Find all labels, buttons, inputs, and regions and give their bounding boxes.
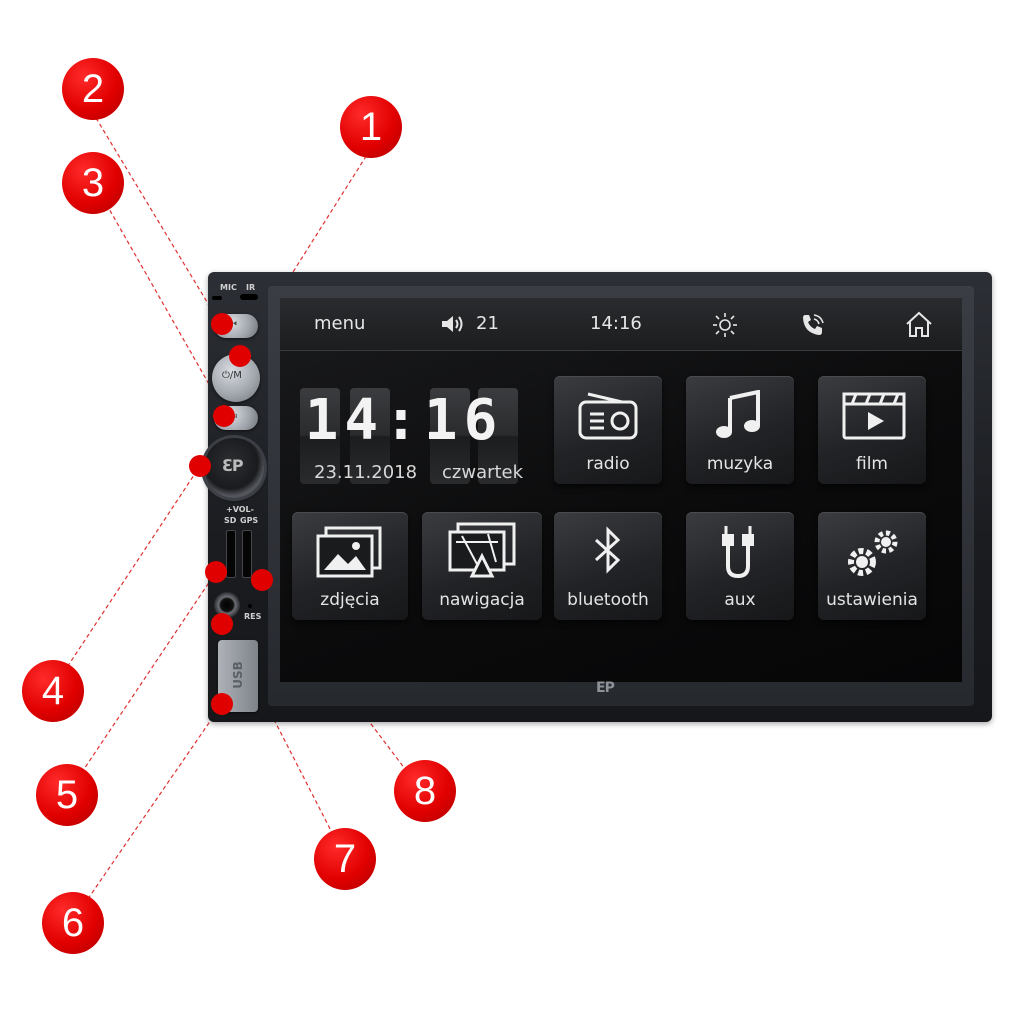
gears-icon — [848, 530, 898, 576]
ir-sensor — [240, 294, 258, 300]
leader-line-7 — [223, 621, 347, 861]
clock-time: 14:16 — [304, 388, 504, 453]
radio-icon — [578, 392, 638, 440]
tile-label: bluetooth — [567, 590, 649, 610]
power-label: ⏻/M — [222, 370, 242, 381]
marker-dot — [211, 693, 233, 715]
sd-card-slot[interactable] — [226, 530, 236, 578]
usb-label: USB — [230, 661, 245, 689]
gps-label: GPS — [240, 516, 259, 525]
tile-settings[interactable]: ustawienia — [818, 512, 926, 620]
home-icon[interactable] — [904, 310, 934, 338]
mic-label: MIC — [220, 283, 237, 292]
callout-3: 3 — [62, 152, 124, 214]
clock-day: czwartek — [442, 462, 524, 483]
bluetooth-icon — [594, 526, 621, 574]
leader-line-3 — [95, 185, 227, 415]
phone-icon[interactable] — [800, 312, 826, 338]
vol-label: +VOL- — [226, 505, 254, 514]
gps-card-slot[interactable] — [242, 530, 252, 578]
volume-knob[interactable]: ℇP — [204, 438, 264, 498]
tile-navigation[interactable]: nawigacja — [422, 512, 542, 620]
music-note-icon — [716, 390, 760, 438]
flip-panel — [478, 388, 518, 484]
flip-panel — [350, 388, 390, 484]
leader-line-5 — [65, 571, 217, 797]
photos-icon — [316, 526, 382, 578]
brightness-icon[interactable] — [712, 312, 738, 338]
volume-level: 21 — [476, 313, 499, 334]
marker-dot — [189, 455, 211, 477]
tile-film[interactable]: film — [818, 376, 926, 484]
volume-icon[interactable] — [440, 314, 466, 334]
status-bar: menu 21 14:16 — [280, 298, 962, 351]
tile-label: zdjęcia — [320, 590, 380, 610]
leader-line-1 — [239, 149, 371, 357]
callout-7: 7 — [314, 828, 376, 890]
tile-label: nawigacja — [439, 590, 525, 610]
reset-hole[interactable] — [248, 604, 252, 608]
marker-dot — [205, 561, 227, 583]
tile-label: ustawienia — [826, 590, 918, 610]
tile-music[interactable]: muzyka — [686, 376, 794, 484]
sd-label: SD — [224, 516, 237, 525]
callout-8: 8 — [394, 760, 456, 822]
navigation-icon — [448, 522, 516, 578]
callout-4: 4 — [22, 660, 84, 722]
marker-dot — [213, 405, 235, 427]
mic-hole — [212, 296, 222, 300]
tile-bluetooth[interactable]: bluetooth — [554, 512, 662, 620]
callout-6: 6 — [42, 892, 104, 954]
clapperboard-icon — [842, 392, 906, 440]
leader-line-4 — [51, 465, 201, 691]
aux-cable-icon — [722, 526, 754, 579]
tile-label: radio — [586, 454, 630, 474]
tile-radio[interactable]: radio — [554, 376, 662, 484]
callout-5: 5 — [36, 764, 98, 826]
flip-panel — [300, 388, 340, 484]
callout-1: 1 — [340, 96, 402, 158]
res-label: RES — [244, 612, 262, 621]
touchscreen: menu 21 14:16 — [280, 298, 962, 682]
status-time: 14:16 — [590, 313, 642, 334]
tile-aux[interactable]: aux — [686, 512, 794, 620]
tile-label: film — [856, 454, 888, 474]
clock-date: 23.11.2018 — [314, 462, 418, 483]
ir-label: IR — [246, 283, 256, 292]
tile-label: aux — [724, 590, 756, 610]
flip-panel — [430, 388, 470, 484]
tile-label: muzyka — [706, 454, 774, 474]
marker-dot — [211, 313, 233, 335]
marker-dot — [211, 613, 233, 635]
marker-dot — [251, 569, 273, 591]
tile-photos[interactable]: zdjęcia — [292, 512, 408, 620]
knob-logo: ℇP — [222, 456, 244, 475]
brand-logo: EP — [596, 680, 615, 696]
callout-2: 2 — [62, 58, 124, 120]
marker-dot — [229, 345, 251, 367]
leader-line-6 — [71, 703, 223, 923]
menu-button[interactable]: menu — [314, 313, 366, 334]
